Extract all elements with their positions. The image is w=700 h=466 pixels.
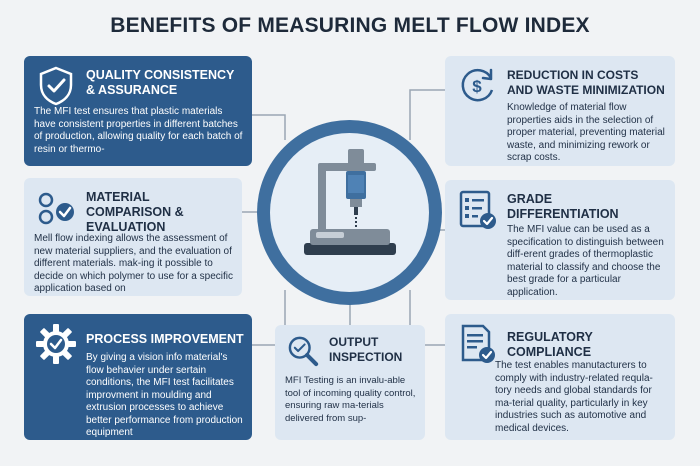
card-title: OUTPUT INSPECTION	[329, 335, 403, 364]
svg-text:$: $	[472, 77, 482, 96]
card-output-inspection: OUTPUT INSPECTION MFI Testing is an inva…	[275, 325, 425, 440]
card-title: PROCESS IMPROVEMENT	[86, 332, 244, 346]
magnifier-check-icon	[285, 333, 321, 369]
gear-check-icon	[34, 322, 78, 366]
checklist-icon	[455, 188, 499, 232]
card-process-improvement: PROCESS IMPROVEMENT By giving a vision i…	[24, 314, 252, 440]
page-title: BENEFITS OF MEASURING MELT FLOW INDEX	[110, 14, 590, 37]
card-material-comparison: MATERIAL COMPARISON & EVALUATION Mell fl…	[24, 178, 242, 296]
card-title: REGULATORY COMPLIANCE	[507, 330, 593, 359]
card-text: The MFI value can be used as a specifica…	[507, 224, 664, 298]
center-circle	[257, 120, 442, 305]
card-grade-differentiation: GRADE DIFFERENTIATION The MFI value can …	[445, 180, 675, 300]
melt-flow-indexer-icon	[270, 133, 429, 292]
card-title: GRADE DIFFERENTIATION	[507, 192, 619, 221]
card-text: Knowledge of material flow properties ai…	[507, 102, 665, 163]
card-text: By giving a vision info material's flow …	[86, 352, 243, 438]
card-text: Mell flow indexing allows the assessment…	[34, 233, 233, 294]
card-regulatory-compliance: REGULATORY COMPLIANCE The test enables m…	[445, 314, 675, 440]
shield-check-icon	[34, 64, 78, 108]
card-title: QUALITY CONSISTENCY & ASSURANCE	[86, 68, 235, 97]
card-reduction-costs: $ REDUCTION IN COSTS AND WASTE MINIMIZAT…	[445, 56, 675, 166]
card-text: The MFI test ensures that plastic materi…	[34, 106, 243, 155]
card-text: MFI Testing is an invalu-able tool of in…	[285, 375, 416, 424]
card-title: MATERIAL COMPARISON & EVALUATION	[86, 190, 184, 234]
pellets-check-icon	[34, 186, 78, 230]
card-quality-consistency: QUALITY CONSISTENCY & ASSURANCE The MFI …	[24, 56, 252, 166]
card-title: REDUCTION IN COSTS AND WASTE MINIMIZATIO…	[507, 68, 665, 97]
dollar-cycle-icon: $	[455, 64, 499, 108]
card-text: The test enables manutacturers to comply…	[495, 360, 653, 434]
document-check-icon	[455, 322, 499, 366]
